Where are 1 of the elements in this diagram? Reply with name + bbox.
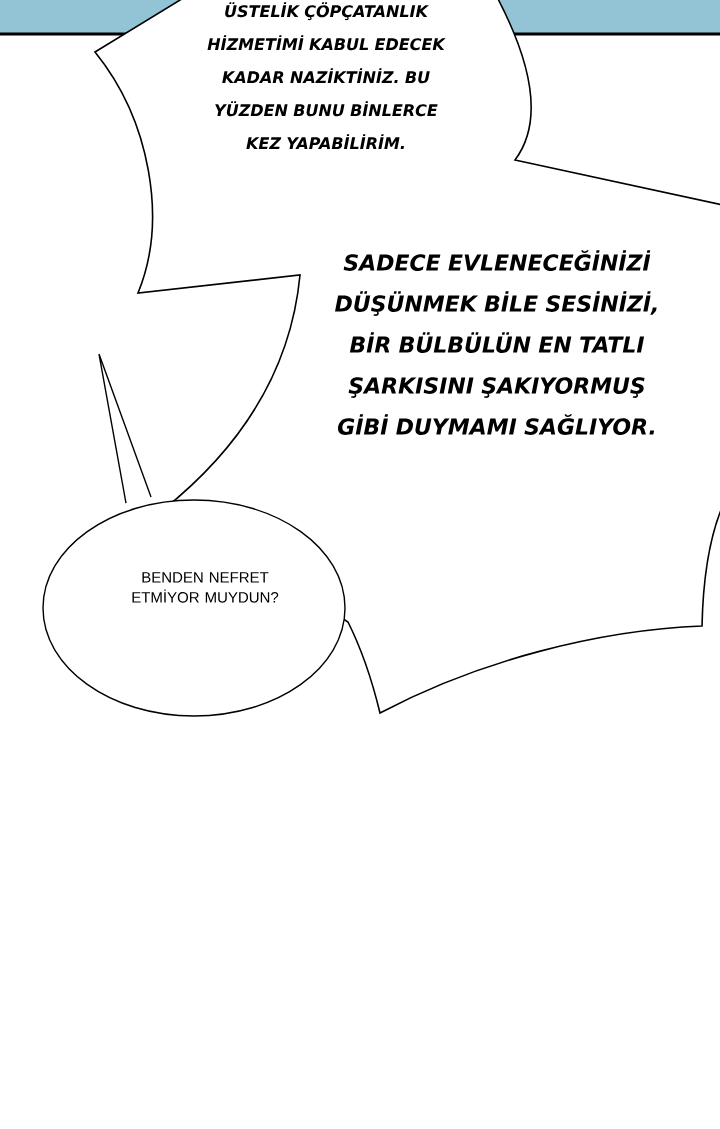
node-label: ÜSTELİK ÇÖPÇATANLIK HİZMETİMİ KABUL EDECEK KADAR NAZİKTİNİZ. BU YÜZDEN BUNU BİNLERCE KEZ YAPABİLİRİM. [207, 2, 446, 150]
